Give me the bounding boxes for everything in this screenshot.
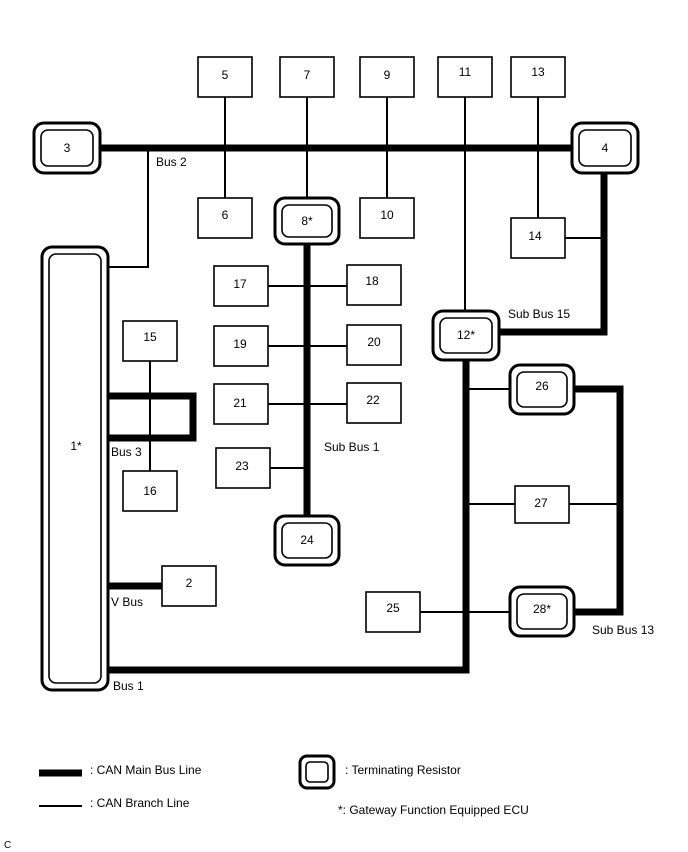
ecu-25-label: 25	[386, 601, 400, 615]
ecu-20-label: 20	[367, 335, 381, 349]
ecu-28: 28*	[508, 585, 576, 638]
ecu-4-label: 4	[602, 141, 609, 155]
bus3-label: Bus 3	[111, 445, 142, 459]
ecu-23: 23	[215, 447, 271, 489]
ecu-6: 6	[197, 197, 253, 239]
ecu-18-label: 18	[365, 274, 379, 288]
ecu-26: 26	[508, 363, 576, 416]
ecu-3-label: 3	[64, 141, 71, 155]
branch-1-bus2	[108, 148, 149, 268]
subbus1-label: Sub Bus 1	[324, 440, 380, 454]
ecu-28-label: 28*	[533, 602, 551, 616]
ecu-15-label: 15	[143, 330, 157, 344]
ecu-7: 7	[279, 56, 335, 98]
ecu-24-label: 24	[300, 533, 314, 547]
vbus-label: V Bus	[111, 595, 143, 609]
ecu-13-label: 13	[531, 65, 545, 79]
ecu-26-label: 26	[535, 379, 549, 393]
ecu-12: 12*	[431, 309, 501, 362]
figure-code: C	[4, 840, 11, 851]
ecu-4: 4	[570, 121, 640, 175]
ecu-21-label: 21	[233, 396, 247, 410]
bus1-line	[107, 360, 470, 674]
bus2-label: Bus 2	[156, 155, 187, 169]
ecu-15: 15	[122, 320, 178, 362]
ecu-3: 3	[32, 121, 102, 175]
ecu-1-label: 1*	[70, 439, 82, 453]
ecu-14-label: 14	[528, 229, 542, 243]
ecu-20: 20	[346, 324, 402, 366]
ecu-2: 2	[161, 565, 217, 607]
legend-terminating-resistor-text: : Terminating Resistor	[345, 763, 461, 777]
ecu-19: 19	[213, 325, 269, 367]
ecu-6-label: 6	[222, 208, 229, 222]
ecu-25: 25	[365, 591, 421, 633]
ecu-7-label: 7	[304, 68, 311, 82]
ecu-17: 17	[213, 265, 269, 307]
subbus13-label: Sub Bus 13	[592, 623, 654, 637]
subbus13-line	[574, 385, 624, 616]
legend-main-line-text: : CAN Main Bus Line	[90, 763, 202, 777]
ecu-22-label: 22	[366, 393, 380, 407]
ecu-27: 27	[514, 485, 570, 524]
bus1-label: Bus 1	[113, 679, 144, 693]
ecu-2-label: 2	[186, 576, 193, 590]
ecu-14: 14	[510, 217, 566, 259]
subbus15-line	[499, 173, 608, 336]
ecu-13: 13	[510, 56, 566, 98]
ecu-8-label: 8*	[301, 214, 313, 228]
ecu-5-label: 5	[222, 68, 229, 82]
legend-gateway-note: *: Gateway Function Equipped ECU	[338, 803, 529, 817]
ecu-24: 24	[273, 514, 341, 567]
branch-lines	[108, 97, 620, 613]
ecu-8: 8*	[273, 196, 341, 246]
ecu-9-label: 9	[384, 68, 391, 82]
ecu-10: 10	[359, 197, 415, 239]
subbus15-label: Sub Bus 15	[508, 307, 570, 321]
ecu-16-label: 16	[143, 484, 157, 498]
legend: : CAN Main Bus Line : CAN Branch Line : …	[39, 754, 529, 817]
legend-branch-line-text: : CAN Branch Line	[90, 796, 190, 810]
ecu-23-label: 23	[235, 459, 249, 473]
ecu-5: 5	[197, 56, 253, 98]
legend-terminating-resistor-icon	[298, 754, 336, 790]
ecu-18: 18	[346, 264, 402, 306]
ecu-21: 21	[213, 383, 269, 425]
ecu-22: 22	[346, 382, 402, 424]
ecu-12-label: 12*	[457, 328, 475, 342]
ecu-19-label: 19	[233, 337, 247, 351]
ecu-10-label: 10	[380, 208, 394, 222]
ecu-11-label: 11	[459, 65, 472, 79]
ecu-9: 9	[359, 56, 415, 98]
ecu-27-label: 27	[534, 496, 548, 510]
ecu-16: 16	[122, 470, 178, 512]
ecu-11: 11	[437, 56, 493, 98]
ecu-1: 1*	[40, 245, 110, 692]
ecu-17-label: 17	[233, 277, 247, 291]
